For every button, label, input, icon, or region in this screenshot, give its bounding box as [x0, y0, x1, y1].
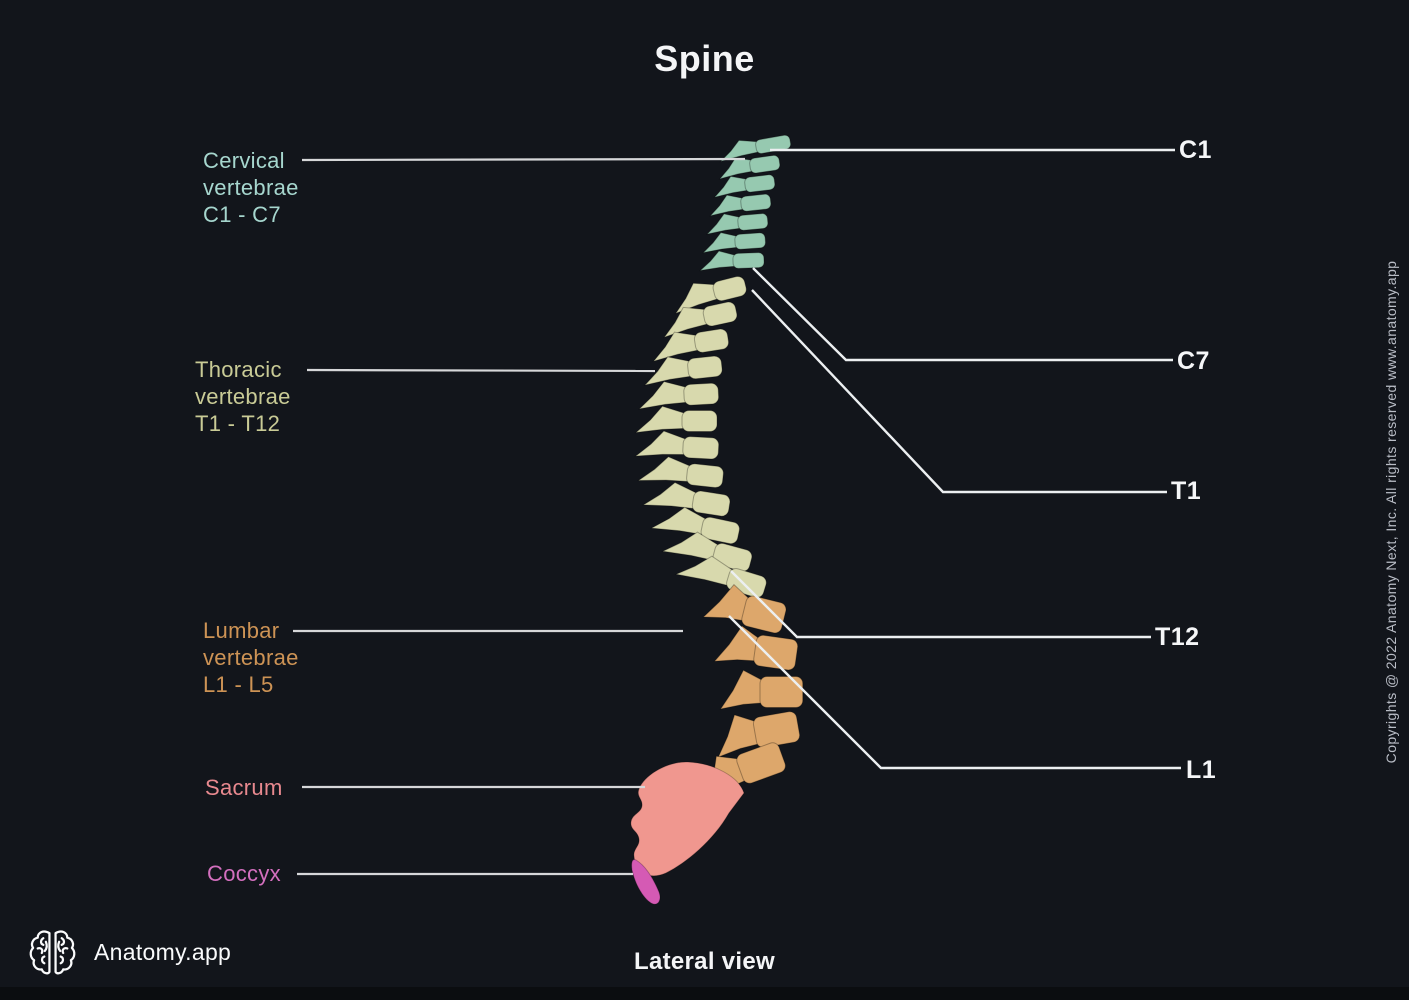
- vertebra-thoracic-7: [634, 430, 720, 460]
- vertebra-thoracic-1: [674, 275, 747, 315]
- vertebra-thoracic-8: [636, 456, 724, 489]
- view-caption: Lateral view: [633, 948, 775, 975]
- label-c7: C7: [1177, 347, 1210, 375]
- vertebra-thoracic-9: [641, 481, 731, 517]
- brand-name: Anatomy.app: [94, 939, 232, 965]
- label-line: vertebrae: [195, 384, 291, 409]
- label-line: vertebrae: [203, 645, 299, 670]
- vertebra-cervical-1: [719, 134, 792, 163]
- label-c1: C1: [1179, 136, 1212, 164]
- label-t1: T1: [1171, 477, 1202, 505]
- label-l1: L1: [1186, 756, 1217, 784]
- label-line: T1 - T12: [195, 411, 281, 436]
- vertebra-cervical-2: [718, 154, 781, 180]
- vertebra-lumbar-1: [702, 583, 787, 634]
- vertebra-thoracic-4: [643, 355, 723, 386]
- vertebra-cervical-3: [713, 174, 776, 199]
- label-line: L1 - L5: [203, 672, 274, 697]
- vertebra-cervical-7: [698, 250, 765, 272]
- brand: Anatomy.app: [28, 928, 231, 977]
- leader-l1: [728, 615, 1181, 770]
- vertebra-thoracic-3: [652, 328, 730, 363]
- page-title: Spine: [654, 38, 755, 79]
- label-line: Cervical: [203, 148, 285, 173]
- label-line: Lumbar: [203, 618, 280, 643]
- coccyx-bone: [631, 859, 661, 905]
- label-line: Sacrum: [205, 775, 283, 800]
- label-t12: T12: [1155, 623, 1200, 651]
- leader-cervical: [301, 157, 746, 162]
- vertebra-cervical-5: [705, 213, 769, 235]
- label-line: C1 - C7: [203, 202, 281, 227]
- label-cervical-vertebrae: Cervical vertebrae C1 - C7: [203, 147, 299, 228]
- label-line: Thoracic: [195, 357, 282, 382]
- label-lumbar-vertebrae: Lumbar vertebrae L1 - L5: [203, 617, 299, 698]
- leader-t1: [751, 289, 1167, 494]
- vertebra-lumbar-2: [713, 625, 799, 671]
- vertebra-thoracic-6: [634, 405, 718, 434]
- vertebra-lumbar-3: [719, 669, 804, 710]
- vertebra-cervical-6: [701, 232, 766, 254]
- leader-c7: [752, 267, 1173, 362]
- vertebra-thoracic-5: [637, 381, 720, 410]
- leader-thoracic: [306, 368, 656, 373]
- vertebra-thoracic-10: [649, 506, 740, 545]
- label-sacrum: Sacrum: [205, 774, 283, 801]
- leader-t12: [730, 570, 1151, 639]
- brain-logo-icon: [29, 930, 76, 975]
- label-line: vertebrae: [203, 175, 299, 200]
- label-line: Coccyx: [207, 861, 281, 886]
- vertebra-cervical-4: [709, 193, 772, 217]
- label-thoracic-vertebrae: Thoracic vertebrae T1 - T12: [195, 356, 291, 437]
- label-coccyx: Coccyx: [207, 860, 281, 887]
- vertebra-lumbar-4: [717, 711, 801, 759]
- vertebra-thoracic-2: [662, 301, 738, 339]
- bottom-border: [0, 987, 1409, 1000]
- sacrum-bone: [630, 761, 745, 877]
- copyright-text: Copyrights @ 2022 Anatomy Next, Inc. All…: [1383, 260, 1399, 764]
